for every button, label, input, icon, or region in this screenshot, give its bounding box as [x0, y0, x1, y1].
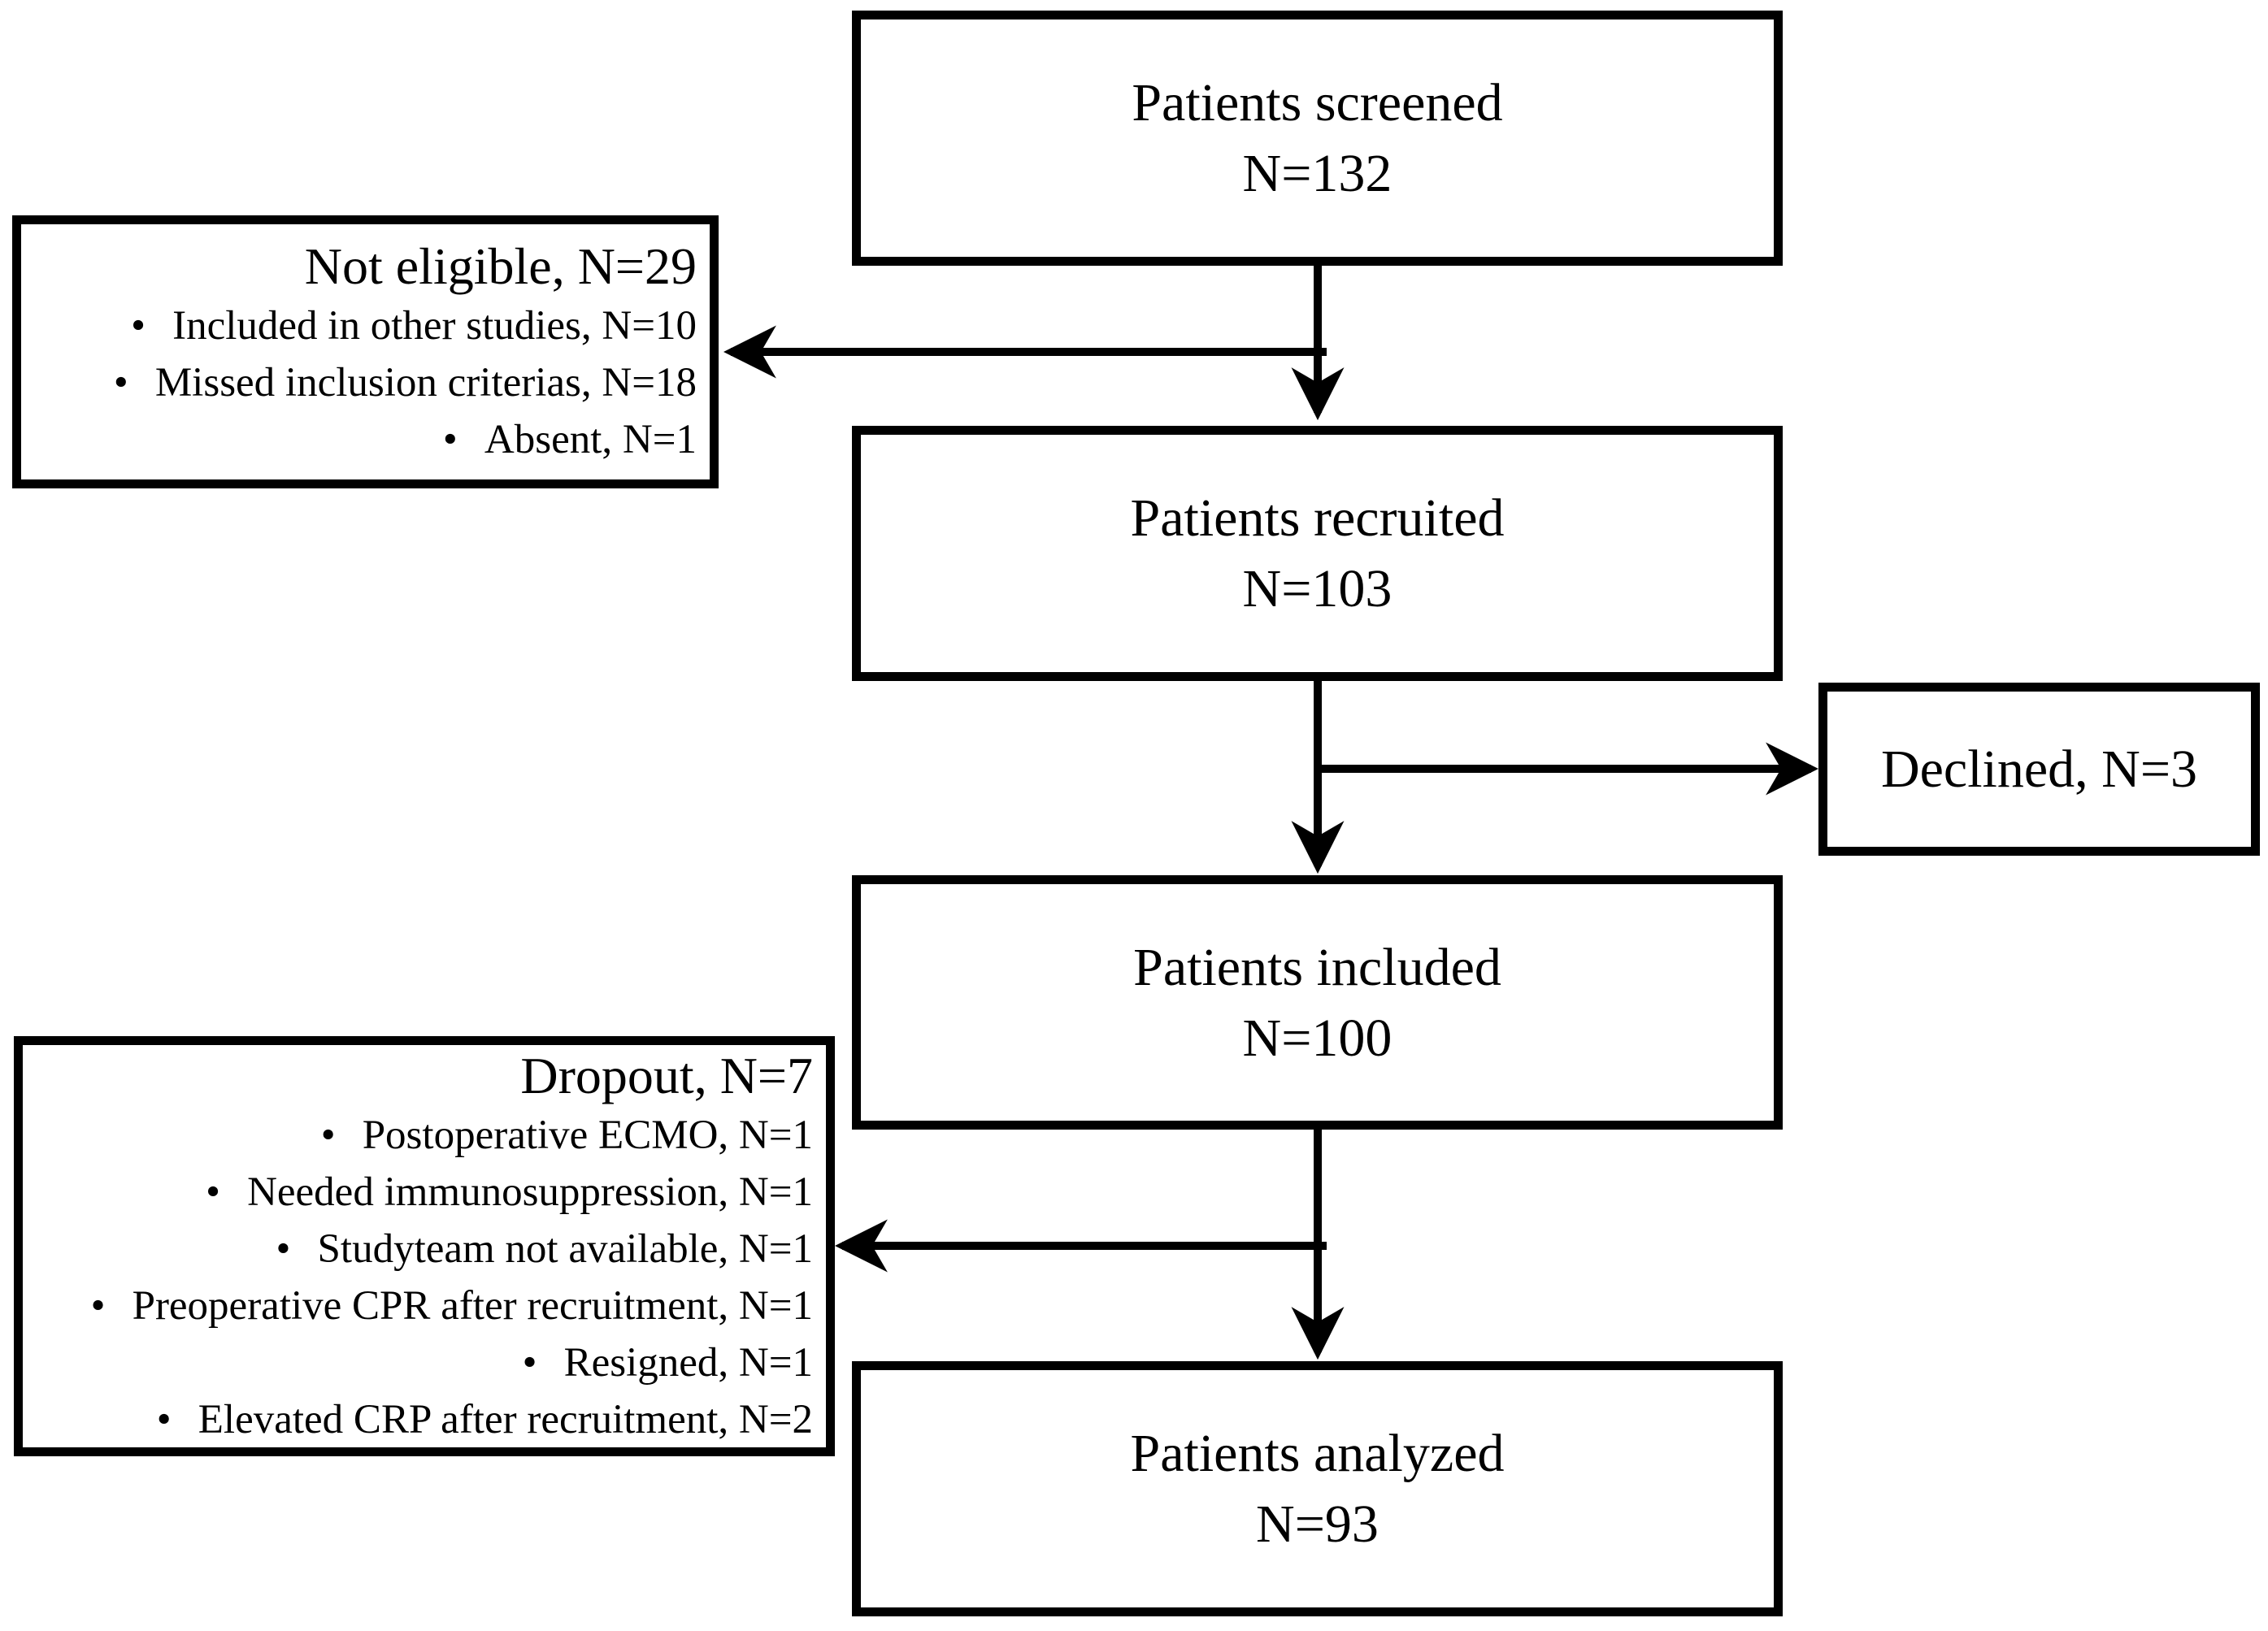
- declined-label: Declined, N=3: [1880, 740, 2198, 799]
- bullet-icon: •: [522, 1339, 537, 1386]
- node-patients-recruited: Patients recruited N=103: [852, 426, 1783, 681]
- not-eligible-item: • Absent, N=1: [21, 411, 697, 468]
- bullet-icon: •: [156, 1396, 172, 1442]
- included-count: N=100: [1242, 1008, 1393, 1068]
- screened-count: N=132: [1242, 144, 1393, 203]
- node-dropout: Dropout, N=7 • Postoperative ECMO, N=1 • N…: [14, 1036, 835, 1456]
- dropout-item-text: Studyteam not available, N=1: [317, 1225, 813, 1272]
- dropout-item-text: Needed immunosuppression, N=1: [247, 1169, 813, 1215]
- bullet-icon: •: [442, 417, 458, 462]
- node-declined: Declined, N=3: [1818, 683, 2260, 856]
- screened-title: Patients screened: [1132, 73, 1503, 132]
- bullet-icon: •: [113, 360, 128, 406]
- dropout-item: • Preoperative CPR after recruitment, N=1: [23, 1277, 813, 1334]
- dropout-item: • Elevated CRP after recruitment, N=2: [23, 1391, 813, 1448]
- dropout-item-text: Elevated CRP after recruitment, N=2: [198, 1396, 813, 1442]
- dropout-item: • Needed immunosuppression, N=1: [23, 1164, 813, 1221]
- bullet-icon: •: [131, 303, 146, 349]
- not-eligible-item-text: Absent, N=1: [484, 417, 697, 462]
- dropout-item: • Studyteam not available, N=1: [23, 1221, 813, 1277]
- node-patients-included: Patients included N=100: [852, 875, 1783, 1130]
- node-not-eligible: Not eligible, N=29 • Included in other st…: [12, 215, 719, 488]
- bullet-icon: •: [206, 1169, 220, 1215]
- dropout-item: • Postoperative ECMO, N=1: [23, 1107, 813, 1164]
- not-eligible-item-text: Missed inclusion criterias, N=18: [154, 360, 697, 406]
- dropout-item-text: Preoperative CPR after recruitment, N=1: [132, 1282, 813, 1329]
- recruited-title: Patients recruited: [1130, 488, 1505, 548]
- bullet-icon: •: [276, 1225, 291, 1272]
- node-patients-screened: Patients screened N=132: [852, 11, 1783, 266]
- analyzed-title: Patients analyzed: [1130, 1424, 1505, 1483]
- dropout-item: • Resigned, N=1: [23, 1334, 813, 1391]
- node-patients-analyzed: Patients analyzed N=93: [852, 1361, 1783, 1616]
- dropout-title: Dropout, N=7: [520, 1046, 813, 1104]
- not-eligible-item-text: Included in other studies, N=10: [172, 303, 697, 349]
- dropout-item-text: Postoperative ECMO, N=1: [362, 1112, 813, 1158]
- bullet-icon: •: [90, 1282, 106, 1329]
- included-title: Patients included: [1133, 937, 1501, 997]
- not-eligible-title: Not eligible, N=29: [304, 237, 697, 295]
- not-eligible-item: • Missed inclusion criterias, N=18: [21, 354, 697, 411]
- analyzed-count: N=93: [1256, 1494, 1379, 1554]
- recruited-count: N=103: [1242, 559, 1393, 618]
- bullet-icon: •: [320, 1112, 336, 1158]
- dropout-item-text: Resigned, N=1: [563, 1339, 813, 1386]
- not-eligible-item: • Included in other studies, N=10: [21, 297, 697, 354]
